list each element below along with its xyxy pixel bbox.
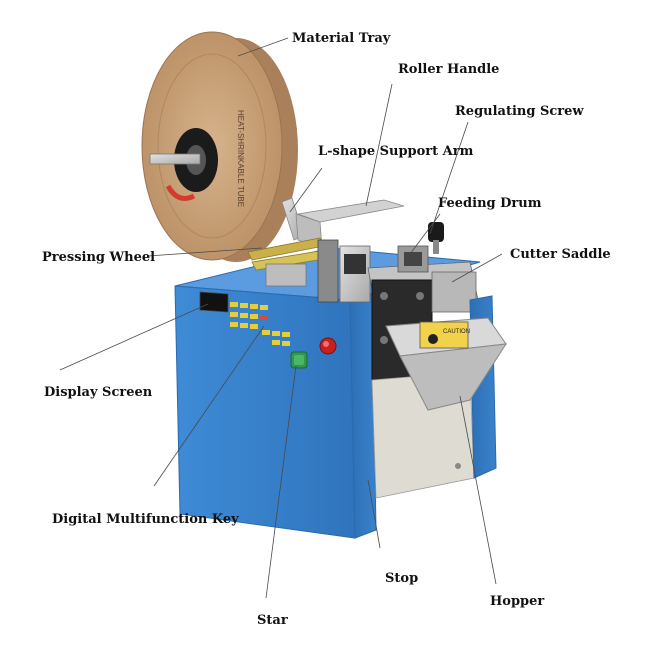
hopper: CAUTION: [385, 317, 507, 411]
label-feeding-drum: Feeding Drum: [438, 196, 542, 211]
label-display-screen: Display Screen: [44, 385, 153, 400]
leader-lines: [59, 37, 503, 599]
label-support-arm: L-shape Support Arm: [318, 144, 474, 159]
label-cutter-saddle: Cutter Saddle: [510, 247, 611, 262]
label-multifunction-key: Digital Multifunction Key: [52, 512, 239, 527]
cutter-saddle: [367, 261, 479, 381]
label-material-tray: Material Tray: [292, 31, 391, 46]
display-screen: [199, 291, 229, 313]
material-tray: HEAT-SHRINKABLE TUBE: [141, 31, 298, 262]
label-hopper: Hopper: [490, 594, 545, 609]
label-roller-handle: Roller Handle: [398, 62, 500, 77]
stop-button: [319, 337, 337, 355]
digital-multifunction-key: [230, 302, 290, 346]
label-pressing-wheel: Pressing Wheel: [42, 250, 156, 265]
spool-text: HEAT-SHRINKABLE TUBE: [236, 110, 245, 207]
pressing-wheel: [247, 237, 331, 287]
machine-body: [174, 285, 377, 539]
label-regulating-screw: Regulating Screw: [455, 104, 584, 119]
feeding-mechanism: [317, 239, 371, 303]
feeding-drum: [397, 245, 429, 273]
label-star: Star: [257, 613, 288, 628]
label-stop: Stop: [385, 571, 419, 586]
start-button: [290, 351, 308, 369]
caution-text: CAUTION: [443, 329, 470, 335]
